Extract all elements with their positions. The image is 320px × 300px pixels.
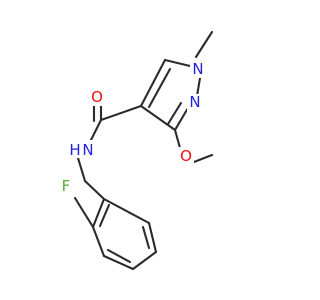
- bond-n1-c5: [163, 58, 192, 68]
- atom-h-amide-label: H: [69, 141, 80, 159]
- bond-ring-double-b: [106, 248, 132, 264]
- bond-ring-2-3: [91, 225, 106, 258]
- bond-c3-n2: [173, 106, 190, 132]
- atom-o-methoxy-label: O: [180, 147, 192, 165]
- bond-n-ch2: [76, 156, 87, 183]
- atom-n2-label: N: [189, 93, 200, 111]
- bond-ch2-ring: [83, 179, 106, 201]
- atom-layer: N N O N H O F: [58, 60, 206, 196]
- bond-c4-carbonyl: [99, 104, 143, 122]
- bond-c3-n2-inner: [166, 101, 183, 126]
- bond-c3-omethoxy: [173, 128, 182, 150]
- bond-c5-c4-inner: [147, 67, 172, 109]
- bond-c5-c4: [139, 58, 167, 108]
- bond-carbonyl-n: [88, 118, 103, 144]
- bond-c4-c3: [139, 104, 177, 132]
- atom-o-carbonyl-label: O: [91, 88, 103, 106]
- molecule-diagram: N N O N H O F: [58, 30, 214, 271]
- bond-ring-3-4: [102, 254, 135, 271]
- bond-ring-6-1: [102, 197, 151, 225]
- bond-n2-n1: [195, 76, 202, 98]
- bond-layer: [73, 30, 214, 271]
- atom-n1-label: N: [192, 60, 203, 78]
- bond-n1-methyl: [194, 30, 214, 59]
- bond-omethoxy-methyl: [192, 153, 214, 164]
- atom-n-amide-label: N: [82, 141, 93, 159]
- bond-ring-5-6: [147, 221, 158, 254]
- bond-ring-f: [73, 196, 95, 229]
- bond-ring-double-c: [141, 225, 151, 250]
- bond-ring-double-a: [98, 203, 111, 228]
- atom-f-label: F: [62, 177, 71, 195]
- bond-ring-4-5: [131, 250, 158, 271]
- bond-ring-1-2: [91, 197, 106, 229]
